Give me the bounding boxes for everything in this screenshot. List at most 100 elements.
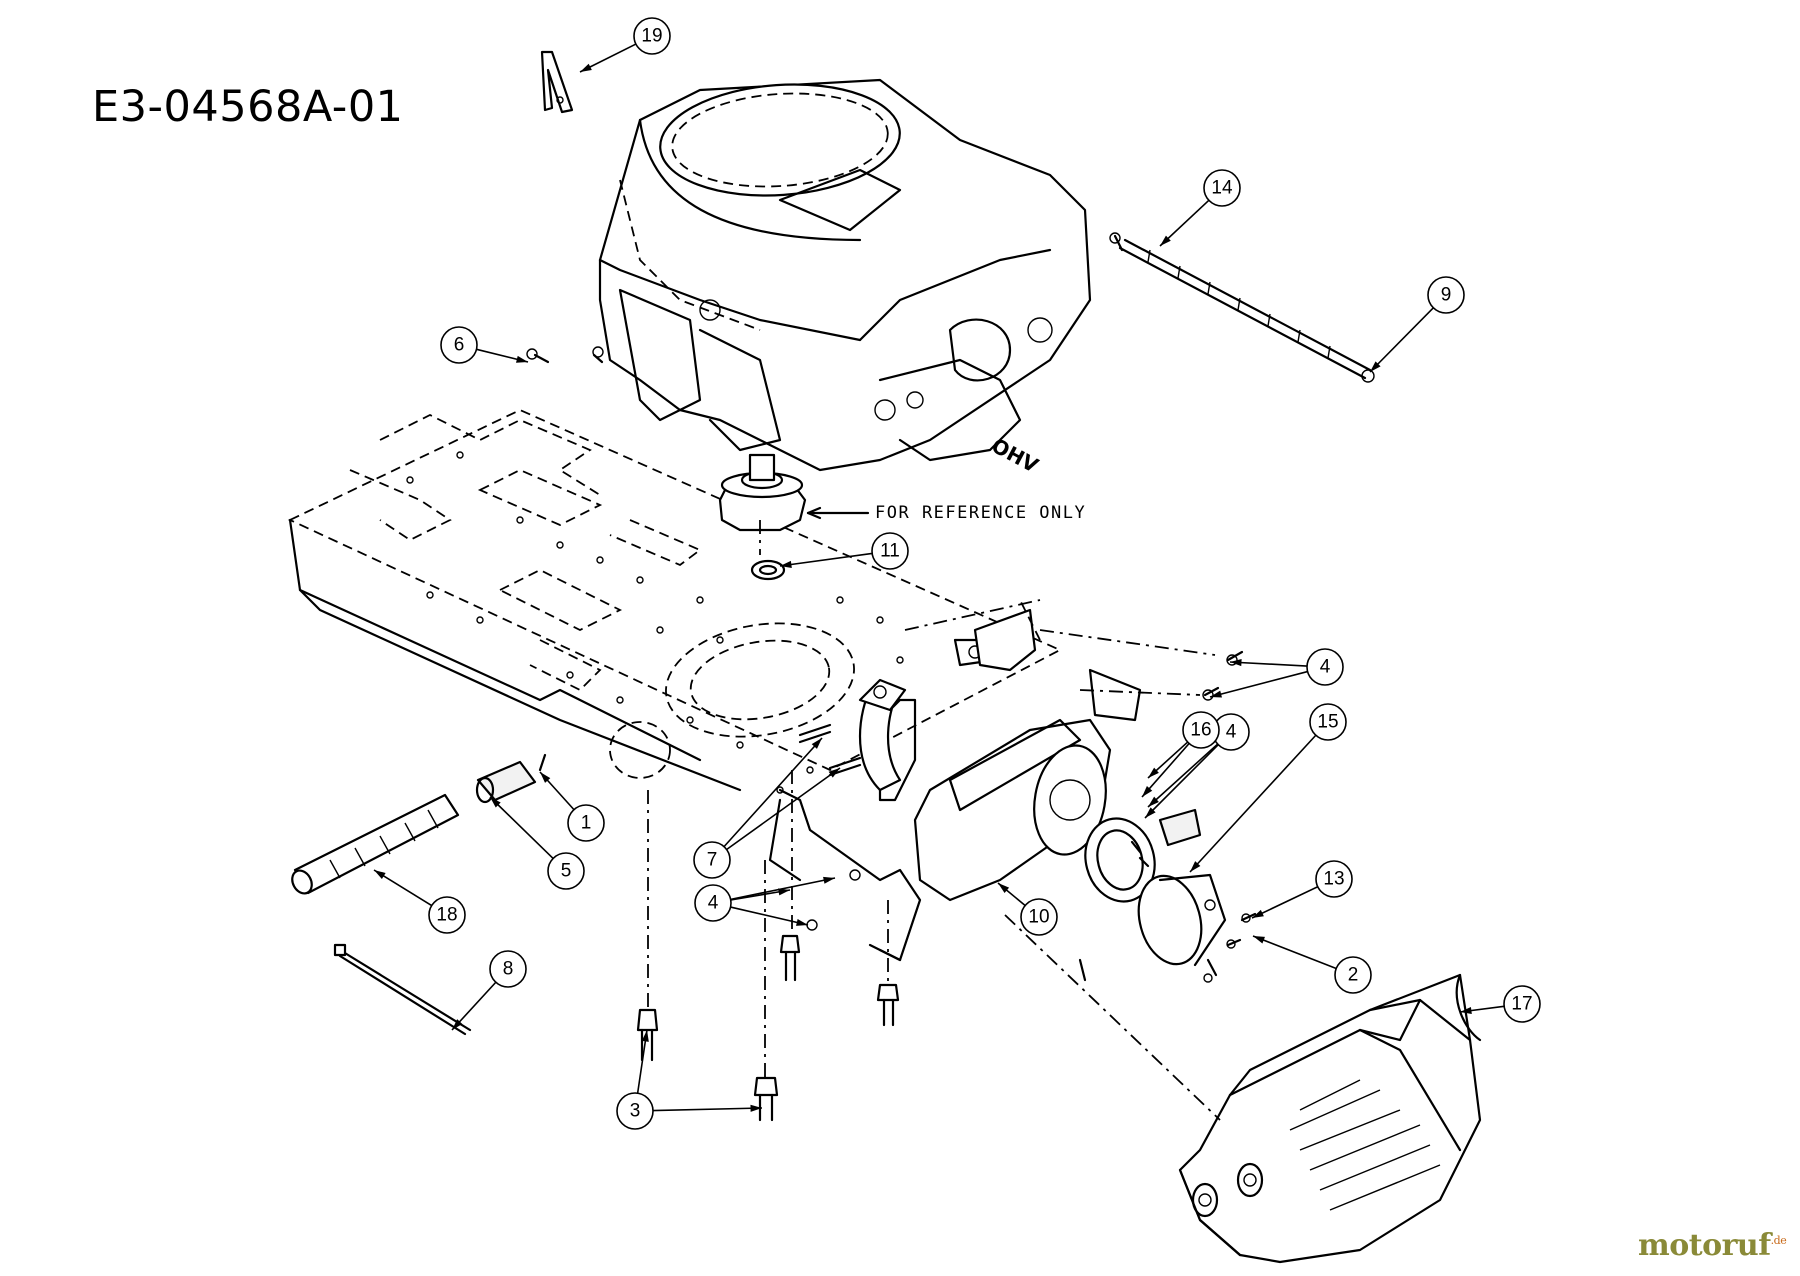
- leader-line: [1209, 670, 1308, 698]
- callout-number: 14: [1211, 178, 1233, 199]
- callout-4: 4: [1209, 648, 1344, 698]
- leader-line: [1147, 743, 1219, 808]
- callout-bubble: [1306, 648, 1344, 686]
- callout-19: 19: [579, 17, 671, 73]
- leader-line: [1251, 886, 1319, 919]
- callout-13: 13: [1251, 860, 1353, 919]
- callout-number: 17: [1511, 994, 1532, 1015]
- leader-arrow: [750, 1104, 762, 1112]
- leader-arrow: [780, 560, 792, 568]
- leader-arrow: [452, 1019, 463, 1030]
- callout-number: 13: [1323, 869, 1344, 890]
- callout-bubble: [489, 950, 527, 988]
- leader-arrow: [823, 876, 835, 884]
- callout-8: 8: [451, 950, 527, 1031]
- callout-bubble: [1315, 860, 1353, 898]
- leader-arrow: [490, 797, 501, 808]
- callout-number: 4: [708, 893, 719, 914]
- leader-arrow: [540, 772, 551, 783]
- leader-arrow: [828, 768, 840, 778]
- watermark-suffix: .de: [1770, 1234, 1787, 1247]
- callout-18: 18: [373, 869, 466, 934]
- engine-label: OHV: [988, 433, 1043, 478]
- leader-arrow: [580, 63, 592, 72]
- leader-arrow: [1210, 690, 1222, 698]
- callout-number: 2: [1348, 965, 1359, 986]
- leader-line: [1189, 734, 1317, 873]
- leader-line: [730, 906, 809, 926]
- grip-sleeve: [291, 793, 460, 895]
- callout-number: 15: [1317, 712, 1338, 733]
- callout-bubble: [1203, 169, 1241, 207]
- leader-arrow: [796, 918, 808, 926]
- callout-number: 4: [1226, 722, 1237, 743]
- screws: [526, 346, 1257, 1122]
- muffler: [868, 638, 1112, 902]
- callout-2: 2: [1252, 935, 1372, 994]
- callout-7: 7: [693, 737, 841, 879]
- leader-arrow: [1252, 909, 1264, 918]
- callout-15: 15: [1189, 703, 1347, 873]
- callout-bubble: [616, 1092, 654, 1130]
- exhaust-pipe: [858, 678, 907, 792]
- leader-line: [1252, 935, 1337, 970]
- leader-arrow: [811, 738, 822, 749]
- callout-bubble: [694, 884, 732, 922]
- callout-number: 19: [641, 26, 662, 47]
- callout-bubble: [567, 804, 605, 842]
- leader-line: [1229, 661, 1308, 667]
- callout-1: 1: [539, 771, 605, 842]
- drawing-code: E3-04568A-01: [92, 82, 404, 132]
- callout-17: 17: [1459, 985, 1541, 1023]
- callout-number: 4: [1320, 657, 1331, 678]
- callout-number: 16: [1190, 720, 1211, 741]
- callout-bubble: [1503, 985, 1541, 1023]
- callout-number: 9: [1441, 285, 1452, 306]
- callout-14: 14: [1159, 169, 1241, 247]
- callout-9: 9: [1369, 276, 1465, 373]
- leader-line: [723, 737, 823, 848]
- leader-line: [730, 877, 836, 901]
- callout-3: 3: [616, 1029, 763, 1130]
- leader-arrow: [1190, 861, 1201, 872]
- leader-arrow: [641, 1030, 649, 1042]
- watermark: motoruf.de: [1638, 1228, 1787, 1263]
- leader-arrow: [1148, 767, 1159, 778]
- cable-tie: [333, 943, 472, 1036]
- callout-16: 16: [1141, 711, 1220, 798]
- leader-line: [779, 552, 873, 567]
- chassis-frame: [287, 409, 1063, 962]
- leader-arrow: [374, 870, 386, 880]
- washer: [750, 559, 786, 581]
- engine: OHV: [598, 78, 1092, 532]
- leader-line: [1369, 307, 1434, 373]
- callout-bubble: [633, 17, 671, 55]
- leader-line: [726, 767, 841, 851]
- callout-4: 4: [694, 876, 836, 926]
- leader-arrow: [1370, 361, 1381, 372]
- callout-number: 11: [880, 541, 900, 562]
- callout-11: 11: [779, 532, 909, 570]
- leader-arrow: [1145, 807, 1156, 818]
- callout-6: 6: [440, 326, 529, 364]
- throttle-cable: [1109, 232, 1375, 383]
- callout-number: 3: [630, 1101, 641, 1122]
- callout-bubble: [1182, 711, 1220, 749]
- callout-bubble: [693, 841, 731, 879]
- heat-shield: [1178, 973, 1482, 1264]
- callout-bubble: [1309, 703, 1347, 741]
- leader-arrow: [1148, 796, 1159, 807]
- callout-bubble: [440, 326, 478, 364]
- centerlines: [647, 520, 1221, 1121]
- leader-arrow: [778, 888, 790, 896]
- leader-line: [489, 796, 554, 860]
- reference-note: FOR REFERENCE ONLY: [875, 503, 1086, 523]
- callout-number: 18: [436, 905, 457, 926]
- callout-number: 5: [561, 861, 572, 882]
- callout-bubble: [428, 896, 466, 934]
- callout-bubble: [1427, 276, 1465, 314]
- engine-bracket: [540, 50, 574, 114]
- heat-shield-bracket: [973, 608, 1037, 672]
